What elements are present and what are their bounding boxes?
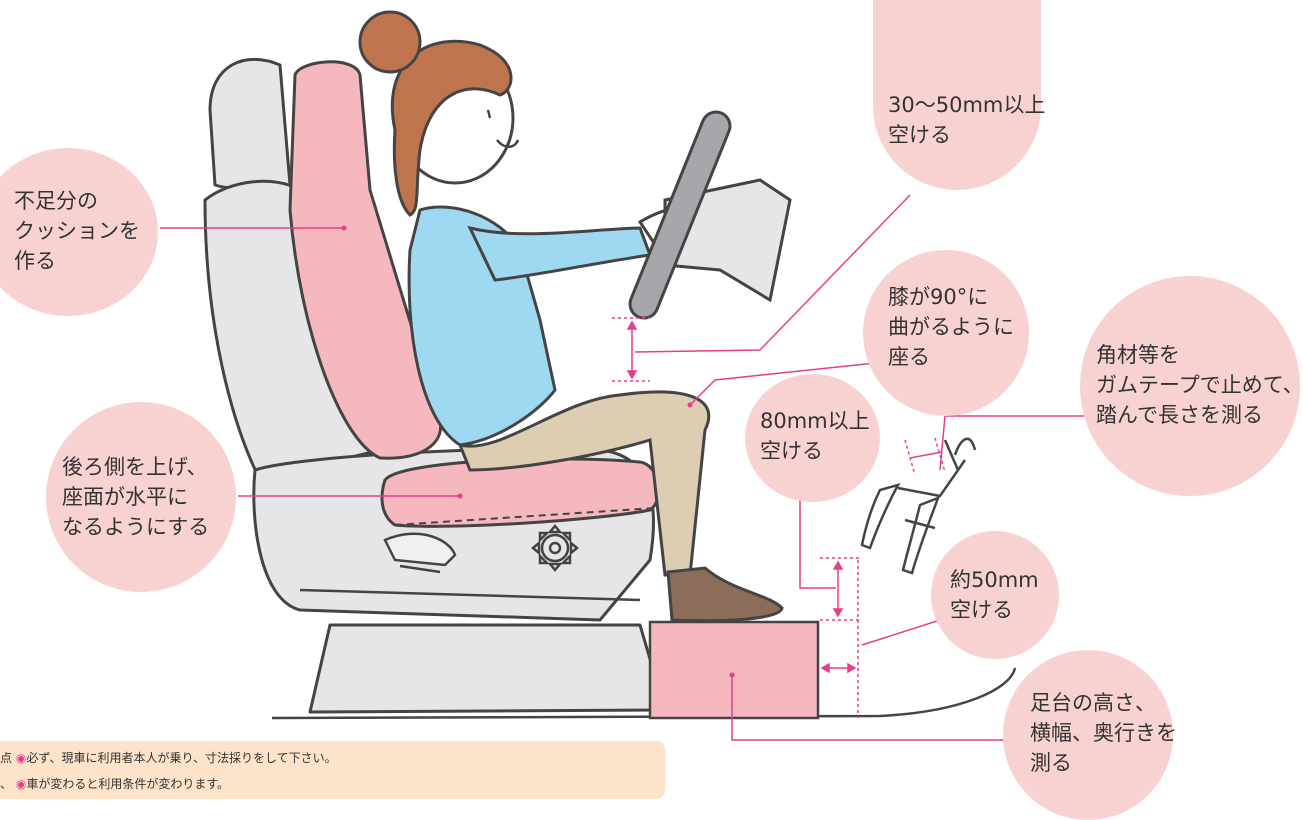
label-knee-l1: 膝が90°に	[888, 285, 989, 309]
label-footrest: 足台の高さ、 横幅、奥行きを 測る	[1030, 688, 1177, 778]
label-footrest-l3: 測る	[1030, 751, 1072, 775]
floor-line	[271, 667, 1017, 720]
bullet-icon: ◉	[15, 751, 27, 765]
pedals	[860, 437, 977, 575]
bubble-clearance-50	[931, 531, 1059, 659]
note-line-1-text: 必ず、現車に利用者本人が乗り、寸法採りをして下さい。	[26, 751, 337, 765]
gear-icon	[531, 524, 579, 572]
leader-lines	[160, 194, 1088, 741]
label-cushion: 不足分の クッションを 作る	[14, 186, 140, 276]
label-seat-rear-l2: 座面が水平に	[62, 485, 188, 509]
label-knee: 膝が90°に 曲がるように 座る	[888, 282, 1014, 372]
label-seat-rear-l3: なるようにする	[62, 515, 210, 539]
backrest-dashed	[288, 209, 381, 460]
label-knee-l3: 座る	[888, 345, 930, 369]
bubble-clearance-80	[745, 374, 880, 502]
steering-wheel	[628, 110, 732, 320]
label-pedal-l3: 踏んで長さを測る	[1096, 403, 1263, 427]
label-cushion-l2: クッションを	[14, 219, 140, 243]
illustration	[160, 10, 1088, 741]
label-clearance-80: 80mm以上 空ける	[760, 406, 870, 466]
person-face	[486, 109, 520, 148]
bubble-seat-rear	[46, 402, 236, 592]
label-seat-rear-l1: 後ろ側を上げ、	[62, 455, 208, 479]
label-clearance-top-l1: 30〜50mm以上	[888, 93, 1046, 117]
label-clearance-top-l2: 空ける	[888, 123, 951, 147]
label-knee-l2: 曲がるように	[888, 315, 1014, 339]
person-legs	[457, 390, 711, 577]
person-shoe	[666, 566, 784, 623]
label-clearance-80-l2: 空ける	[760, 439, 823, 463]
label-cushion-l3: 作る	[14, 249, 56, 273]
bubble-cushion	[0, 148, 158, 316]
seat-lever	[383, 532, 457, 574]
dimension-guides	[612, 317, 946, 718]
label-clearance-50: 約50mm 空ける	[950, 565, 1039, 625]
label-clearance-top: 30〜50mm以上 空ける	[888, 90, 1045, 150]
seat-rail	[299, 588, 641, 602]
note-line-1-prefix: 点	[0, 751, 13, 765]
person-arm	[467, 225, 653, 282]
bubble-knee	[863, 250, 1029, 416]
label-clearance-50-l1: 約50mm	[950, 568, 1039, 592]
label-seat-rear: 後ろ側を上げ、 座面が水平に なるようにする	[62, 452, 209, 542]
note-line-2: 、 ◉車が変わると利用条件が変わります。	[0, 775, 229, 792]
bullet-icon: ◉	[15, 777, 27, 791]
note-line-1: 点 ◉必ず、現車に利用者本人が乗り、寸法採りをして下さい。	[0, 749, 337, 766]
label-pedal: 角材等を ガムテープで止めて、 踏んで長さを測る	[1096, 340, 1303, 430]
footrest-box	[648, 620, 820, 720]
note-line-2-text: 車が変わると利用条件が変わります。	[26, 777, 230, 791]
label-footrest-l1: 足台の高さ、	[1030, 691, 1156, 715]
note-line-2-prefix: 、	[0, 777, 13, 791]
leader-dots	[341, 225, 735, 678]
label-pedal-l2: ガムテープで止めて、	[1096, 373, 1303, 397]
label-footrest-l2: 横幅、奥行きを	[1030, 721, 1177, 745]
notes-box: 点 ◉必ず、現車に利用者本人が乗り、寸法採りをして下さい。 、 ◉車が変わると利…	[0, 741, 665, 799]
car-seat	[203, 57, 667, 714]
bubble-pedal	[1080, 276, 1300, 496]
label-pedal-l1: 角材等を	[1096, 343, 1180, 367]
label-clearance-80-l1: 80mm以上	[760, 409, 870, 433]
label-cushion-l1: 不足分の	[14, 189, 98, 213]
label-clearance-50-l2: 空ける	[950, 598, 1013, 622]
bubble-clearance-top	[873, 0, 1041, 190]
person-hair-bun	[358, 10, 422, 74]
person-hair	[390, 39, 513, 217]
seat-wedge-dashed	[394, 507, 656, 526]
